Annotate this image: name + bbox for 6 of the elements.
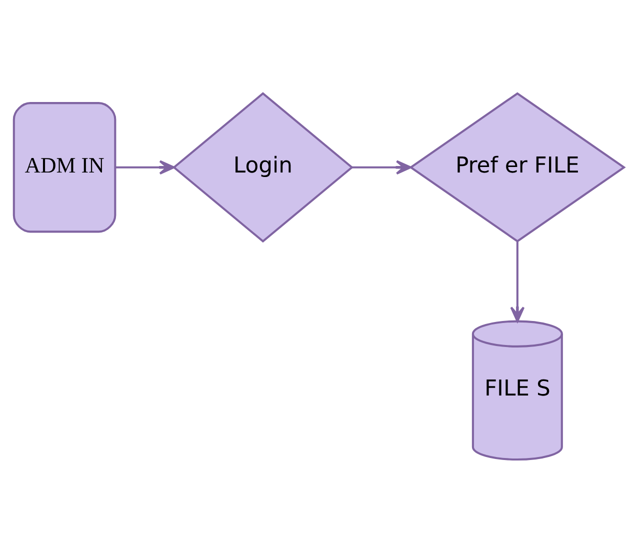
arrow [352,160,412,174]
node-diamond: Pref er FILE [409,92,626,242]
arrow [510,241,525,322]
arrow [115,160,175,174]
node-diamond: Login [172,92,354,242]
node-box: ADM IN [12,102,116,232]
